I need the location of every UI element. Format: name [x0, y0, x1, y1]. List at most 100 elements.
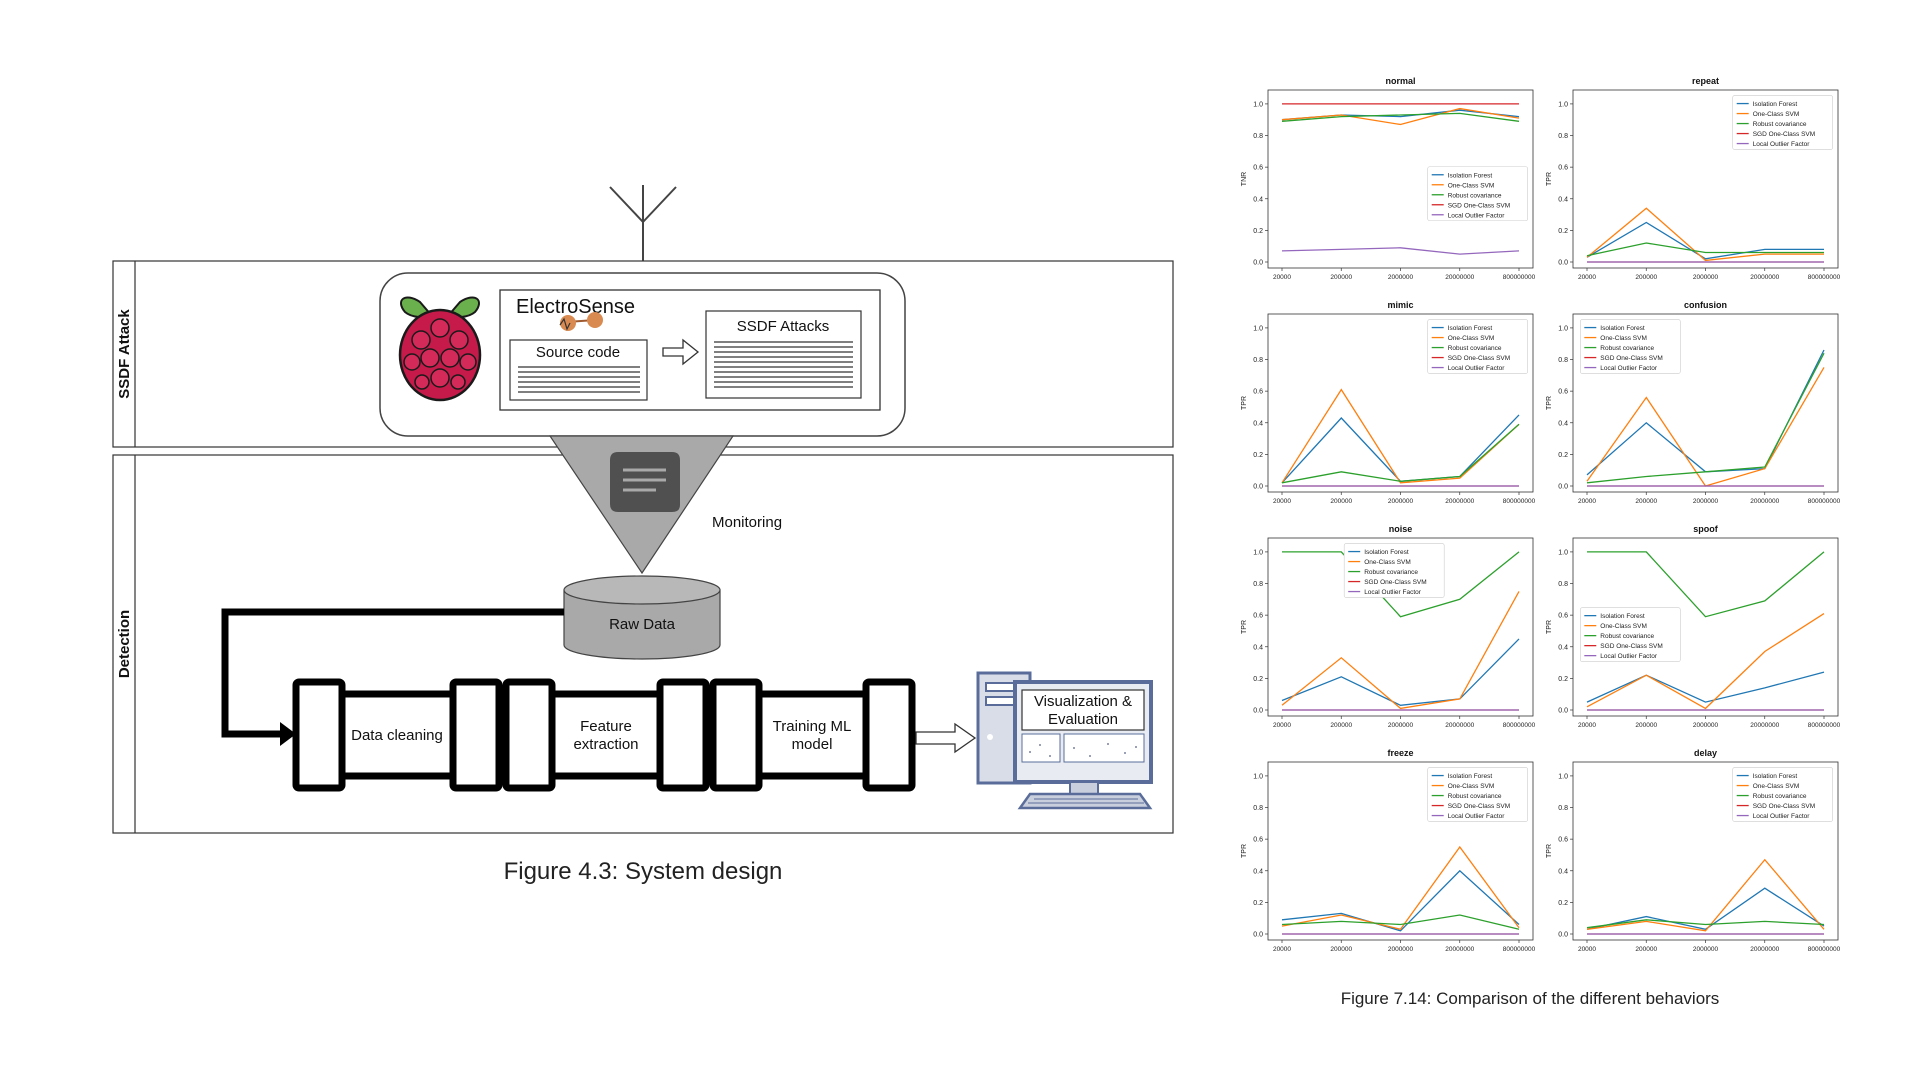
feed-arrowhead: [280, 722, 296, 746]
series-line-isolation-forest: [1586, 671, 1825, 703]
stage-training-label-1: Training ML: [773, 718, 852, 735]
y-axis-label: TPR: [1546, 844, 1553, 858]
series-line-robust-covariance: [1281, 914, 1520, 930]
x-tick-label: 200000: [1330, 722, 1352, 729]
legend-label: Isolation Forest: [1600, 325, 1645, 332]
pipeline-to-viz-arrow: [915, 722, 977, 754]
legend-label: Robust covariance: [1448, 793, 1502, 800]
series-line-one-class-svm: [1586, 858, 1825, 932]
y-tick-label: 1.0: [1558, 549, 1568, 556]
y-tick-label: 0.0: [1253, 260, 1263, 267]
x-tick-label: 20000: [1578, 274, 1596, 281]
source-to-attacks-arrow: [662, 338, 700, 366]
legend-label: One-Class SVM: [1448, 182, 1495, 189]
x-tick-label: 200000: [1330, 274, 1352, 281]
legend-label: Isolation Forest: [1600, 613, 1645, 620]
electrosense-logo: ElectroSense: [516, 296, 635, 318]
series-line-one-class-svm: [1281, 845, 1520, 931]
y-axis-label: TPR: [1241, 844, 1248, 858]
x-tick-label: 2000000: [1388, 498, 1414, 505]
electrosense-logo-mark: [559, 312, 603, 331]
pipeline-stage-training: Training ML model: [709, 678, 916, 792]
y-tick-label: 1.0: [1253, 773, 1263, 780]
legend-label: One-Class SVM: [1600, 335, 1647, 342]
chart-title: noise: [1389, 524, 1413, 534]
figure-4-3-caption: Figure 4.3: System design: [504, 858, 783, 885]
x-tick-label: 20000000: [1750, 946, 1779, 953]
legend-label: SGD One-Class SVM: [1753, 803, 1816, 810]
x-tick-label: 20000000: [1445, 946, 1474, 953]
raw-data-feed-line: [221, 608, 564, 738]
pipeline-stage-cleaning: Data cleaning: [292, 678, 503, 792]
legend-label: SGD One-Class SVM: [1600, 355, 1663, 362]
x-tick-label: 20000000: [1445, 722, 1474, 729]
legend-label: SGD One-Class SVM: [1364, 579, 1427, 586]
y-tick-label: 0.6: [1253, 613, 1263, 620]
chart-title: repeat: [1692, 76, 1719, 86]
y-axis-label: TPR: [1546, 396, 1553, 410]
y-axis-label: TPR: [1241, 396, 1248, 410]
system-design-figure: SSDF Attack Detection ElectroSense: [112, 185, 1174, 885]
x-tick-label: 2000000: [1388, 274, 1414, 281]
legend-label: One-Class SVM: [1364, 559, 1411, 566]
pipeline-stage-feature: Feature extraction: [502, 678, 710, 792]
y-tick-label: 0.4: [1253, 868, 1263, 875]
y-tick-label: 0.0: [1558, 484, 1568, 491]
y-tick-label: 0.6: [1558, 165, 1568, 172]
x-tick-label: 20000000: [1750, 498, 1779, 505]
y-axis-label: TPR: [1241, 620, 1248, 634]
stage-feature-label-1: Feature: [580, 718, 632, 735]
y-tick-label: 1.0: [1558, 101, 1568, 108]
x-tick-label: 200000: [1635, 498, 1657, 505]
x-tick-label: 800000000: [1808, 274, 1841, 281]
series-line-one-class-svm: [1281, 107, 1520, 126]
series-line-isolation-forest: [1281, 869, 1520, 932]
legend-label: Local Outlier Factor: [1600, 365, 1658, 372]
ssdf-attacks-label: SSDF Attacks: [737, 318, 830, 335]
y-tick-label: 0.2: [1253, 452, 1263, 459]
series-line-isolation-forest: [1281, 638, 1520, 706]
source-code-label: Source code: [536, 344, 620, 361]
series-line-local-outlier-factor: [1281, 247, 1520, 255]
stage-feature-label-2: extraction: [573, 736, 638, 753]
y-tick-label: 0.6: [1253, 389, 1263, 396]
y-axis-label: TNR: [1241, 172, 1248, 186]
legend-label: Robust covariance: [1364, 569, 1418, 576]
y-tick-label: 1.0: [1253, 101, 1263, 108]
x-tick-label: 20000000: [1445, 498, 1474, 505]
y-tick-label: 0.2: [1253, 228, 1263, 235]
database-icon: [563, 575, 721, 660]
legend-label: SGD One-Class SVM: [1448, 803, 1511, 810]
x-tick-label: 200000: [1330, 946, 1352, 953]
legend-label: One-Class SVM: [1448, 335, 1495, 342]
legend-label: Isolation Forest: [1753, 101, 1798, 108]
series-line-robust-covariance: [1586, 352, 1825, 484]
x-tick-label: 20000000: [1750, 722, 1779, 729]
x-tick-label: 20000: [1578, 722, 1596, 729]
detection-section-label: Detection: [116, 610, 133, 678]
chart-title: mimic: [1387, 300, 1413, 310]
x-tick-label: 200000: [1635, 274, 1657, 281]
y-tick-label: 0.8: [1558, 805, 1568, 812]
legend-label: SGD One-Class SVM: [1448, 202, 1511, 209]
ssdf-attacks-box: [705, 310, 862, 399]
legend-label: Robust covariance: [1753, 793, 1807, 800]
series-line-robust-covariance: [1281, 423, 1520, 484]
series-line-isolation-forest: [1586, 221, 1824, 260]
y-tick-label: 0.6: [1558, 837, 1568, 844]
legend-label: SGD One-Class SVM: [1600, 643, 1663, 650]
y-tick-label: 0.6: [1253, 165, 1263, 172]
x-tick-label: 20000000: [1445, 274, 1474, 281]
x-tick-label: 20000: [1273, 722, 1291, 729]
legend-label: Local Outlier Factor: [1448, 365, 1506, 372]
chart-title: confusion: [1684, 300, 1727, 310]
ssdf-attack-section-label: SSDF Attack: [116, 309, 133, 399]
antenna-icon: [609, 185, 677, 270]
